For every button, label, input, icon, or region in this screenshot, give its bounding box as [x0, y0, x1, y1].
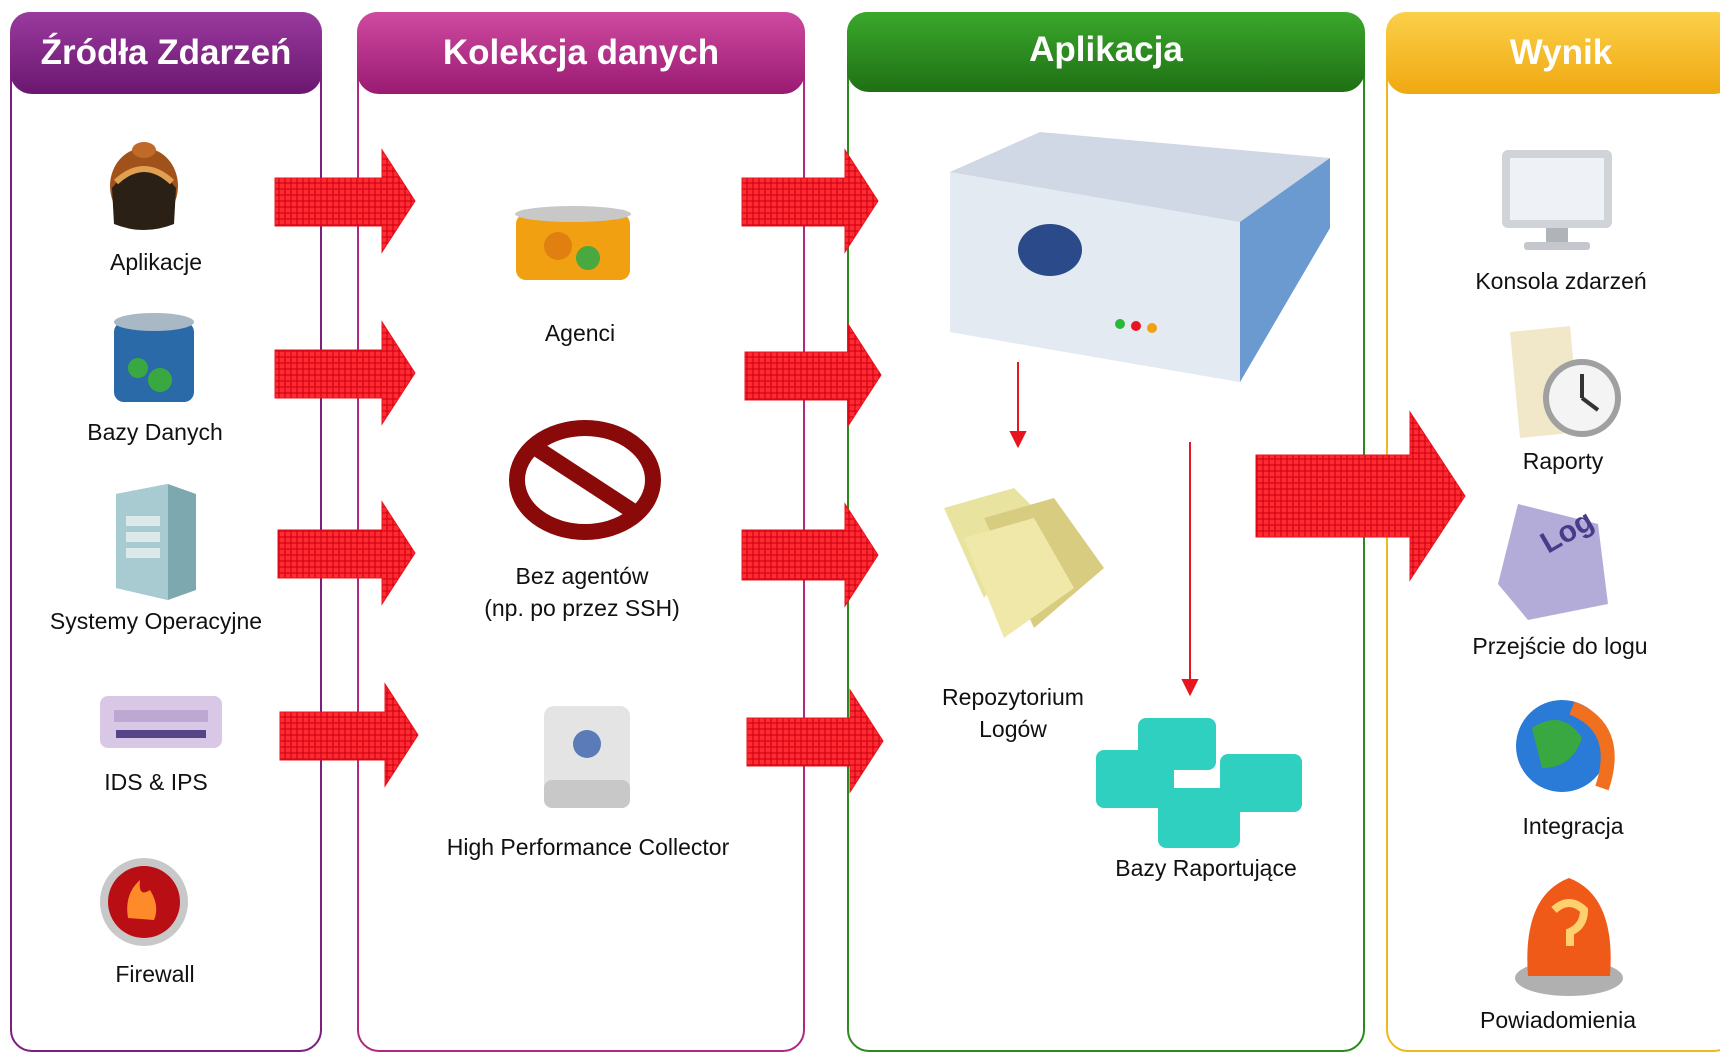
no-agent-icon — [509, 420, 661, 540]
arrow-agents2-to-app — [744, 322, 882, 428]
arrow-os-to-agentless — [277, 500, 416, 606]
label-firewall: Firewall — [115, 961, 195, 987]
os-server-icon — [116, 484, 196, 600]
hpc-drive-icon — [544, 706, 630, 808]
reporting-databases-icon — [1096, 718, 1302, 848]
label-integration: Integracja — [1522, 813, 1624, 839]
notifications-beacon-icon — [1515, 878, 1623, 996]
label-go-to-log: Przejście do logu — [1472, 633, 1648, 659]
arrow-agentless-to-app — [741, 502, 879, 608]
server-icon — [950, 132, 1330, 382]
label-reports: Raporty — [1522, 448, 1604, 474]
lane-title-application: Aplikacja — [847, 12, 1365, 92]
arrow-server-to-reporting — [1181, 679, 1199, 697]
lane-title-collection: Kolekcja danych — [357, 12, 805, 94]
database-icon — [114, 313, 194, 402]
label-agentless-1: Bez agentów — [515, 563, 649, 589]
label-agents: Agenci — [544, 320, 616, 346]
arrow-app-to-result — [1255, 410, 1466, 582]
ids-ips-appliance-icon — [100, 696, 222, 748]
label-operating-systems: Systemy Operacyjne — [49, 608, 263, 634]
lane-sources: Źródła Zdarzeń — [10, 12, 322, 1052]
event-console-monitor-icon — [1502, 150, 1612, 250]
arrow-hpc-to-app — [746, 688, 884, 794]
integration-globe-icon — [1516, 700, 1615, 792]
arrow-ids-to-hpc — [279, 682, 419, 788]
lane-application: Aplikacja — [847, 12, 1365, 1052]
label-agentless-2: (np. po przez SSH) — [484, 595, 680, 621]
reports-clock-icon — [1510, 326, 1621, 438]
application-helmet-icon — [110, 142, 178, 230]
arrow-db-to-agents — [274, 320, 416, 426]
firewall-icon — [100, 858, 188, 946]
agents-icon — [515, 206, 631, 280]
label-notifications: Powiadomienia — [1480, 1007, 1636, 1033]
arrow-agents-to-app — [741, 148, 879, 254]
label-ids-ips: IDS & IPS — [104, 769, 208, 795]
label-hpc: High Performance Collector — [446, 834, 730, 860]
lane-title-sources: Źródła Zdarzeń — [10, 12, 322, 94]
label-event-console: Konsola zdarzeń — [1475, 268, 1647, 294]
label-log-repository-1: Repozytorium — [942, 684, 1084, 710]
log-repository-folder-icon — [944, 488, 1104, 638]
label-applications: Aplikacje — [109, 249, 203, 275]
label-log-repository-2: Logów — [979, 716, 1047, 742]
go-to-log-scroll-icon: Log — [1498, 504, 1608, 620]
arrow-apps-to-agents — [274, 148, 416, 254]
lane-title-result: Wynik — [1386, 12, 1720, 94]
label-databases: Bazy Danych — [87, 419, 223, 445]
arrow-server-to-repo — [1009, 431, 1027, 449]
label-reporting-databases: Bazy Raportujące — [1115, 855, 1297, 881]
